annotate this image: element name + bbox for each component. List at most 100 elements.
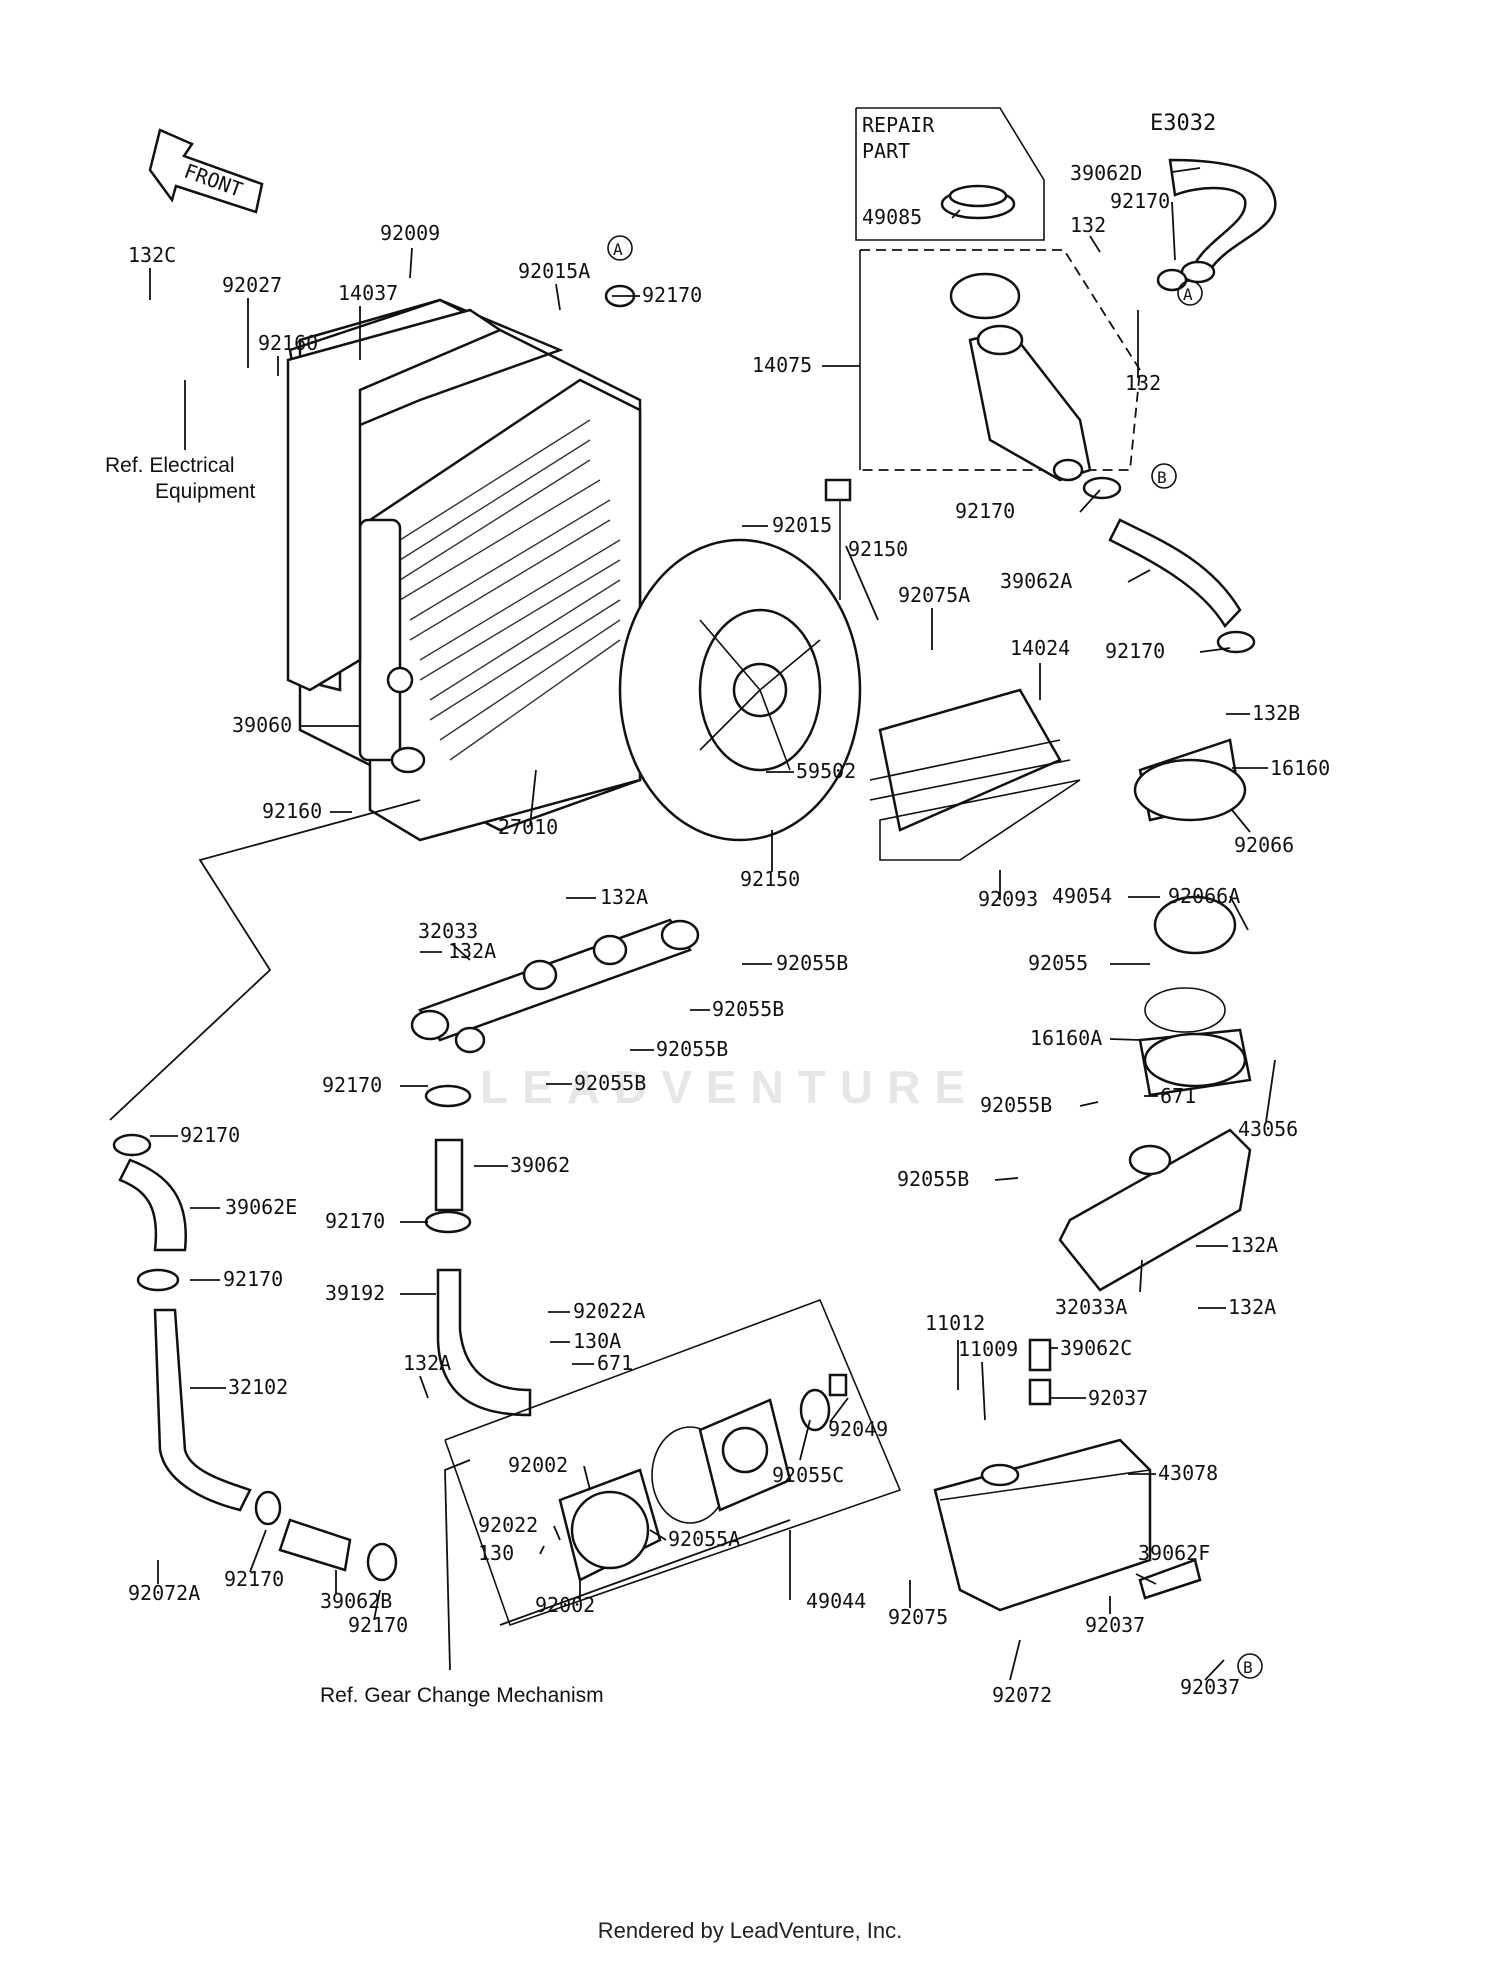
leader-line xyxy=(951,209,961,219)
part-number-label: 92022 xyxy=(478,1513,538,1537)
part-number-label: 14075 xyxy=(752,353,812,377)
part-number-label: 92055B xyxy=(656,1037,728,1061)
filler-neck-group xyxy=(859,249,1141,482)
note-electrical-line-2: Equipment xyxy=(155,480,256,503)
cover-icon xyxy=(878,688,1062,832)
part-number-label: 92170 xyxy=(322,1073,382,1097)
part-number-label: 92170 xyxy=(642,283,702,307)
part-number-label: 27010 xyxy=(498,815,558,839)
leader-line xyxy=(419,1375,429,1399)
svg-text:A: A xyxy=(1183,285,1193,304)
leader-line xyxy=(539,1545,545,1555)
radiator-cap-icon xyxy=(940,184,1016,220)
part-number-label: 92055C xyxy=(772,1463,844,1487)
circle-marker-a-top: A xyxy=(607,235,633,261)
leader-line xyxy=(1009,1639,1021,1681)
leader-line xyxy=(799,1419,811,1461)
part-number-label: 671 xyxy=(1160,1084,1196,1108)
part-number-label: 92160 xyxy=(258,331,318,355)
part-number-label: 39062C xyxy=(1060,1336,1132,1360)
part-number-label: 92002 xyxy=(535,1593,595,1617)
leader-line xyxy=(373,1589,381,1621)
part-number-label: 92150 xyxy=(848,537,908,561)
part-number-label: 92170 xyxy=(1105,639,1165,663)
leader-line xyxy=(249,1529,267,1573)
leader-line xyxy=(583,1465,591,1491)
leader-line xyxy=(1127,569,1151,583)
footer-credit: Rendered by LeadVenture, Inc. xyxy=(597,1918,903,1943)
leader-line xyxy=(994,1177,1019,1181)
part-number-label: 39062E xyxy=(225,1195,297,1219)
filler-cap-icon xyxy=(949,272,1021,320)
leader-line xyxy=(1229,895,1249,931)
reservoir-tank-icon xyxy=(933,1338,1202,1612)
part-number-label: 16160A xyxy=(1030,1026,1102,1050)
part-number-label: 92055B xyxy=(980,1093,1052,1117)
part-number-label: 92027 xyxy=(222,273,282,297)
part-number-label: 671 xyxy=(597,1351,633,1375)
water-pump-icon xyxy=(444,1298,902,1627)
repair-part-box: REPAIR PART xyxy=(855,107,1045,241)
part-number-label: 43078 xyxy=(1158,1461,1218,1485)
watermark-text: LEADVENTURE xyxy=(480,1061,980,1113)
part-number-label: 92170 xyxy=(223,1267,283,1291)
part-number-label: 43056 xyxy=(1238,1117,1298,1141)
part-number-label: 92055B xyxy=(897,1167,969,1191)
leader-line xyxy=(1089,235,1101,253)
part-number-label: 132C xyxy=(128,243,176,267)
part-number-label: 132A xyxy=(1228,1295,1276,1319)
radiator-icon xyxy=(298,298,642,842)
part-number-label: 92093 xyxy=(978,887,1038,911)
part-number-label: 132A xyxy=(448,939,496,963)
repair-part-line-2: PART xyxy=(862,139,910,163)
leader-line xyxy=(1079,489,1101,513)
part-number-label: 132 xyxy=(1125,371,1161,395)
part-label-layer: 39062D9217013249085140751329217039062A92… xyxy=(128,161,1330,1707)
repair-part-line-1: REPAIR xyxy=(862,113,935,137)
part-number-label: 132B xyxy=(1252,701,1300,725)
leader-line xyxy=(451,943,471,961)
part-number-label: 130A xyxy=(573,1329,621,1353)
part-number-label: 14037 xyxy=(338,281,398,305)
note-gear-change: Ref. Gear Change Mechanism xyxy=(320,1684,604,1707)
leader-line xyxy=(1204,1659,1225,1681)
leader-line xyxy=(1109,1038,1141,1041)
hose-clamp-icon xyxy=(112,268,1256,1582)
part-number-label: 32102 xyxy=(228,1375,288,1399)
part-number-label: 132 xyxy=(1070,213,1106,237)
hose-39062d-icon xyxy=(1168,158,1277,277)
part-number-label: 132A xyxy=(1230,1233,1278,1257)
part-number-label: 39062D xyxy=(1070,161,1142,185)
part-number-label: 132A xyxy=(600,885,648,909)
part-number-label: 92002 xyxy=(508,1453,568,1477)
water-pipe-32033-icon xyxy=(410,918,700,1054)
leader-line xyxy=(829,1397,849,1423)
part-number-label: 39060 xyxy=(232,713,292,737)
thermostat-icon xyxy=(1153,895,1237,955)
leader-line xyxy=(981,1361,986,1421)
part-number-label: 92072A xyxy=(128,1581,200,1605)
part-number-label: 92055B xyxy=(574,1071,646,1095)
part-number-label: 92170 xyxy=(955,499,1015,523)
leader-line xyxy=(845,545,879,621)
leader-line xyxy=(1135,1573,1157,1585)
leader-line xyxy=(529,769,537,827)
circle-marker-b-upper: B xyxy=(1151,463,1177,489)
part-number-label: 39192 xyxy=(325,1281,385,1305)
circle-marker-a-right: A xyxy=(1177,280,1203,306)
leader-line xyxy=(555,283,561,311)
leader-line xyxy=(553,1525,561,1541)
leader-line xyxy=(1171,201,1176,261)
part-number-label: 92009 xyxy=(380,221,440,245)
part-number-label: 32033A xyxy=(1055,1295,1127,1319)
part-number-label: 92075A xyxy=(898,583,970,607)
part-number-label: 92170 xyxy=(180,1123,240,1147)
leader-line xyxy=(1139,1259,1143,1293)
part-number-label: 92037 xyxy=(1088,1386,1148,1410)
svg-text:A: A xyxy=(613,240,623,259)
part-number-label: 92022A xyxy=(573,1299,645,1323)
part-number-label: 92015 xyxy=(772,513,832,537)
part-number-label: 92170 xyxy=(325,1209,385,1233)
part-number-label: 11012 xyxy=(925,1311,985,1335)
part-number-label: 49044 xyxy=(806,1589,866,1613)
